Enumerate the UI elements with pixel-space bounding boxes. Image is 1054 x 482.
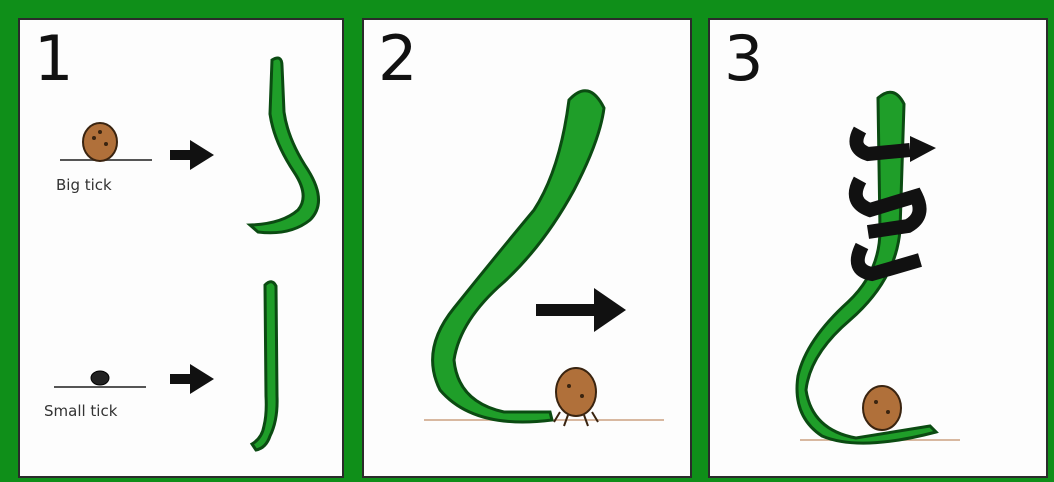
step-2-illustration (364, 20, 692, 478)
arrow-right-icon (170, 140, 214, 170)
big-tick-label: Big tick (56, 176, 112, 194)
arrow-right-icon (536, 288, 626, 332)
small-hook-tool-icon (252, 282, 277, 450)
tick-icon (554, 368, 598, 426)
step-1-panel: 1 Big tick Small tick (18, 18, 344, 478)
tick-icon (863, 386, 901, 430)
step-2-panel: 2 (362, 18, 692, 478)
small-tick-label: Small tick (44, 402, 117, 420)
big-hook-tool-icon (250, 58, 319, 233)
big-tick-icon (60, 123, 152, 161)
small-tick-icon (54, 371, 146, 387)
step-3-panel: 3 (708, 18, 1048, 478)
arrow-right-icon (170, 364, 214, 394)
step-3-illustration (710, 20, 1048, 478)
